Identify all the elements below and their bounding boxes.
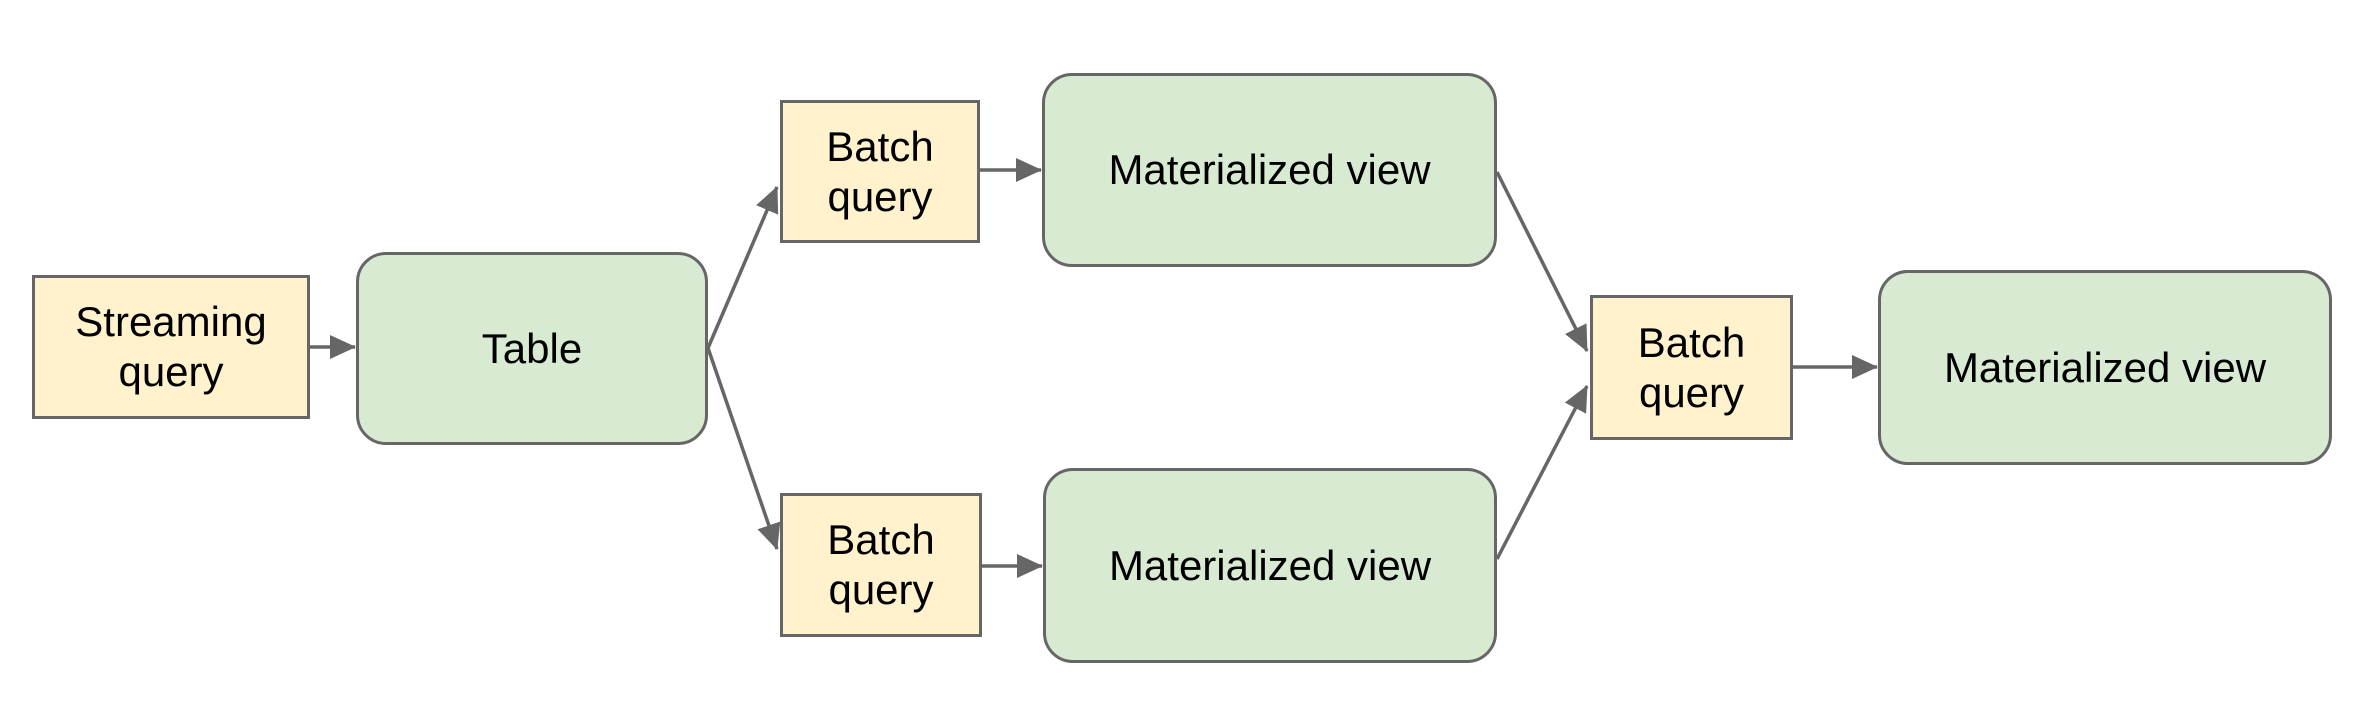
node-batch-query-bottom: Batch query — [780, 493, 982, 637]
node-label-table: Table — [481, 324, 583, 372]
edge-table-to-batch-query-bottom — [706, 347, 781, 550]
node-label-batch-query-bottom: Batch query — [827, 516, 935, 613]
node-materialized-view-bottom: Materialized view — [1043, 468, 1497, 663]
node-label-batch-query-top: Batch query — [826, 122, 934, 220]
node-label-batch-query-right: Batch query — [1637, 318, 1746, 416]
node-label-materialized-view-right: Materialized view — [1943, 343, 2267, 391]
node-streaming-query: Streaming query — [32, 275, 310, 419]
edge-table-to-batch-query-top — [706, 186, 779, 349]
node-table: Table — [356, 252, 708, 445]
node-materialized-view-right: Materialized view — [1878, 270, 2332, 465]
node-label-materialized-view-bottom: Materialized view — [1108, 541, 1432, 589]
node-label-materialized-view-top: Materialized view — [1108, 146, 1431, 194]
node-materialized-view-top: Materialized view — [1042, 73, 1497, 267]
node-batch-query-top: Batch query — [780, 100, 980, 243]
edge-materialized-view-bottom-to-batch-query-right — [1495, 385, 1589, 560]
edge-materialized-view-top-to-batch-query-right — [1495, 171, 1589, 352]
node-batch-query-right: Batch query — [1590, 295, 1793, 440]
node-label-streaming-query: Streaming query — [75, 298, 267, 395]
edges — [310, 158, 1878, 578]
